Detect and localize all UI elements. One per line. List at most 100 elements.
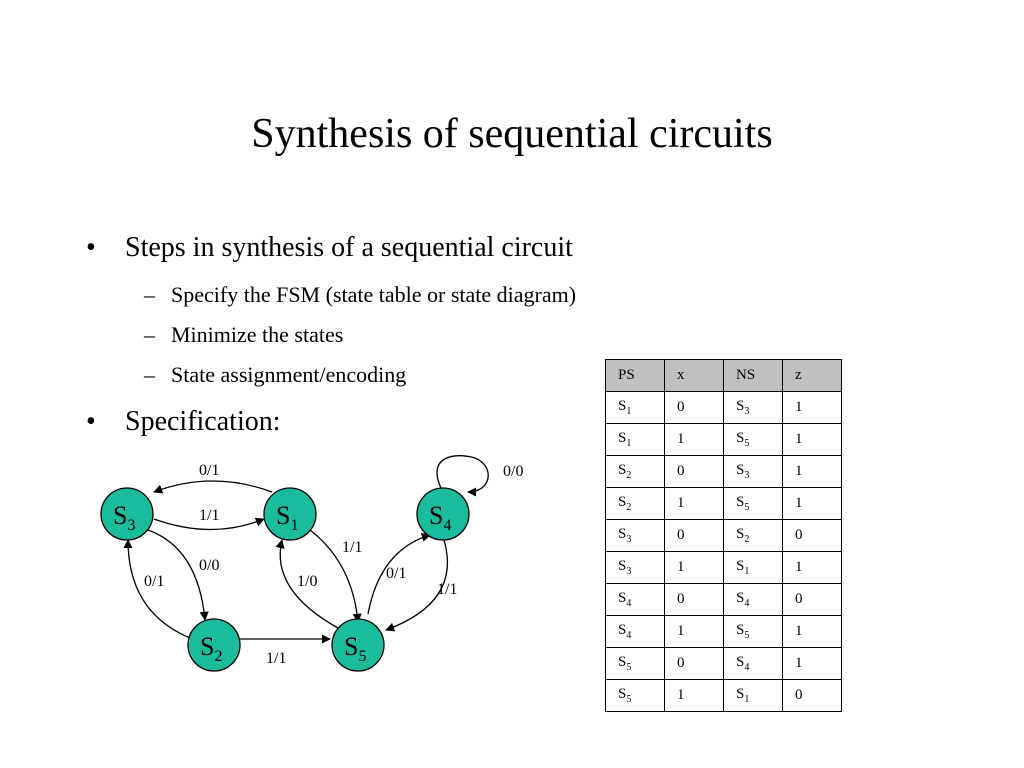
state-s1-sub: 1: [290, 517, 298, 534]
cell-x: 0: [664, 583, 724, 616]
state-table: PS x NS z S1 0 S3 1 S1 1 S5 1 S2 0 S3 1 …: [605, 359, 842, 712]
table-row: S5 0 S4 1: [605, 647, 842, 680]
subitem-state-assignment: State assignment/encoding: [171, 362, 407, 387]
label-s1-s3: 0/1: [199, 462, 219, 479]
state-s4: S4: [416, 487, 470, 541]
cell-z: 1: [782, 647, 842, 680]
svg-text:S2: S2: [200, 632, 222, 665]
table-row: S3 1 S1 1: [605, 551, 842, 584]
svg-text:S4: S4: [429, 501, 451, 534]
table-header-row: PS x NS z: [605, 359, 842, 392]
cell-ps: S2: [605, 487, 665, 520]
cell-x: 0: [664, 519, 724, 552]
cell-z: 0: [782, 519, 842, 552]
cell-x: 1: [664, 679, 724, 712]
dash-marker: –: [144, 282, 155, 307]
edge-s2-s3: [123, 539, 191, 639]
cell-ps: S2: [605, 455, 665, 488]
edge-s1-s5: [305, 526, 362, 623]
table-row: S4 1 S5 1: [605, 615, 842, 648]
table-row: S4 0 S4 0: [605, 583, 842, 616]
edge-s3-s2: [147, 529, 209, 621]
table-row: S1 1 S5 1: [605, 423, 842, 456]
edge-s5-s1: [275, 539, 339, 629]
svg-text:S1: S1: [276, 501, 298, 534]
table-row: S2 1 S5 1: [605, 487, 842, 520]
cell-ps: S3: [605, 519, 665, 552]
label-s3-s2: 0/0: [199, 557, 219, 574]
cell-z: 1: [782, 615, 842, 648]
cell-ps: S1: [605, 391, 665, 424]
state-s2-base: S: [200, 632, 214, 661]
cell-ns: S3: [723, 391, 783, 424]
header-ps: PS: [605, 359, 665, 392]
table-row: S2 0 S3 1: [605, 455, 842, 488]
slide-title: Synthesis of sequential circuits: [251, 111, 773, 157]
cell-ps: S4: [605, 615, 665, 648]
cell-ps: S5: [605, 679, 665, 712]
table-row: S1 0 S3 1: [605, 391, 842, 424]
header-x: x: [664, 359, 724, 392]
cell-ns: S4: [723, 647, 783, 680]
cell-ns: S2: [723, 519, 783, 552]
cell-x: 1: [664, 551, 724, 584]
edge-s3-s1: [153, 517, 265, 531]
state-s5-sub: 5: [358, 648, 366, 665]
label-s5-s4: 0/1: [386, 565, 406, 582]
state-diagram: 0/1 1/1 0/0 0/0 0/1 1/1 1/0 0/1 1/1 1/1 …: [100, 455, 523, 672]
cell-ps: S3: [605, 551, 665, 584]
cell-ns: S5: [723, 615, 783, 648]
state-s3-base: S: [113, 501, 127, 530]
state-s1-base: S: [276, 501, 290, 530]
cell-x: 0: [664, 647, 724, 680]
cell-z: 1: [782, 391, 842, 424]
dash-marker: –: [144, 322, 155, 347]
state-s3: S3: [100, 487, 154, 541]
header-z: z: [782, 359, 842, 392]
state-s2-sub: 2: [214, 648, 222, 665]
cell-z: 1: [782, 551, 842, 584]
table-row: S5 1 S1 0: [605, 679, 842, 712]
cell-z: 1: [782, 455, 842, 488]
cell-ps: S1: [605, 423, 665, 456]
cell-ps: S5: [605, 647, 665, 680]
state-s5: S5: [331, 618, 385, 672]
edge-s4-s5: [385, 539, 449, 632]
subitem-specify-fsm: Specify the FSM (state table or state di…: [171, 282, 577, 307]
header-ns: NS: [723, 359, 783, 392]
cell-x: 0: [664, 391, 724, 424]
svg-text:S3: S3: [113, 501, 135, 534]
state-s4-sub: 4: [443, 517, 451, 534]
state-s3-sub: 3: [127, 517, 135, 534]
label-s3-s1: 1/1: [199, 507, 219, 524]
cell-ns: S1: [723, 551, 783, 584]
cell-x: 0: [664, 455, 724, 488]
edge-s4-s4: [436, 455, 489, 497]
cell-ns: S5: [723, 487, 783, 520]
label-s2-s3: 0/1: [144, 573, 164, 590]
bullet-specification: Specification:: [125, 406, 281, 437]
state-s5-base: S: [344, 632, 358, 661]
label-s2-s5: 1/1: [266, 650, 286, 667]
cell-x: 1: [664, 615, 724, 648]
label-s4-s5: 1/1: [437, 581, 457, 598]
table-row: S3 0 S2 0: [605, 519, 842, 552]
cell-ns: S1: [723, 679, 783, 712]
cell-z: 0: [782, 679, 842, 712]
subitem-minimize-states: Minimize the states: [171, 322, 344, 347]
bullet-marker: •: [86, 406, 96, 437]
cell-x: 1: [664, 487, 724, 520]
cell-ps: S4: [605, 583, 665, 616]
cell-ns: S3: [723, 455, 783, 488]
edge-s1-s3: [153, 480, 273, 494]
cell-z: 1: [782, 423, 842, 456]
cell-z: 0: [782, 583, 842, 616]
label-s1-s5: 1/1: [342, 539, 362, 556]
cell-ns: S4: [723, 583, 783, 616]
state-s1: S1: [263, 487, 317, 541]
cell-z: 1: [782, 487, 842, 520]
cell-x: 1: [664, 423, 724, 456]
dash-marker: –: [144, 362, 155, 387]
edge-s5-s4: [367, 533, 431, 615]
state-s4-base: S: [429, 501, 443, 530]
